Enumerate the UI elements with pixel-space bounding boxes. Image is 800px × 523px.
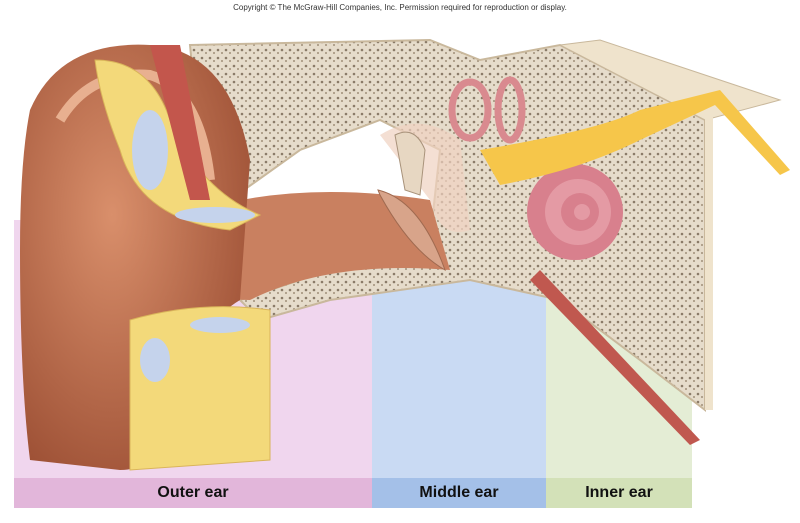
muscle-strip <box>150 45 210 200</box>
cartilage-pocket <box>175 207 255 223</box>
semicircular-canals <box>448 76 526 144</box>
eardrum <box>377 189 446 272</box>
semicircular-canal <box>494 76 526 144</box>
inner-ear-label: Inner ear <box>546 478 692 508</box>
bone-side-face <box>705 110 713 410</box>
semicircular-canal <box>448 78 492 142</box>
ear-canal <box>200 192 450 300</box>
copyright-notice: Copyright © The McGraw-Hill Companies, I… <box>233 3 567 12</box>
helix-highlight <box>55 69 215 181</box>
cochlea <box>527 164 623 260</box>
ossicles <box>394 131 426 196</box>
cartilage-pocket <box>132 110 168 190</box>
outer-ear-label: Outer ear <box>14 478 372 508</box>
middle-ear-label: Middle ear <box>372 478 546 508</box>
auditory-tube <box>530 270 700 445</box>
cartilage-pocket <box>190 317 250 333</box>
vestibulocochlear-nerve <box>480 90 790 185</box>
cartilage-lower <box>129 306 271 471</box>
cochlea-turn <box>574 204 590 220</box>
cartilage-pocket <box>140 338 170 382</box>
